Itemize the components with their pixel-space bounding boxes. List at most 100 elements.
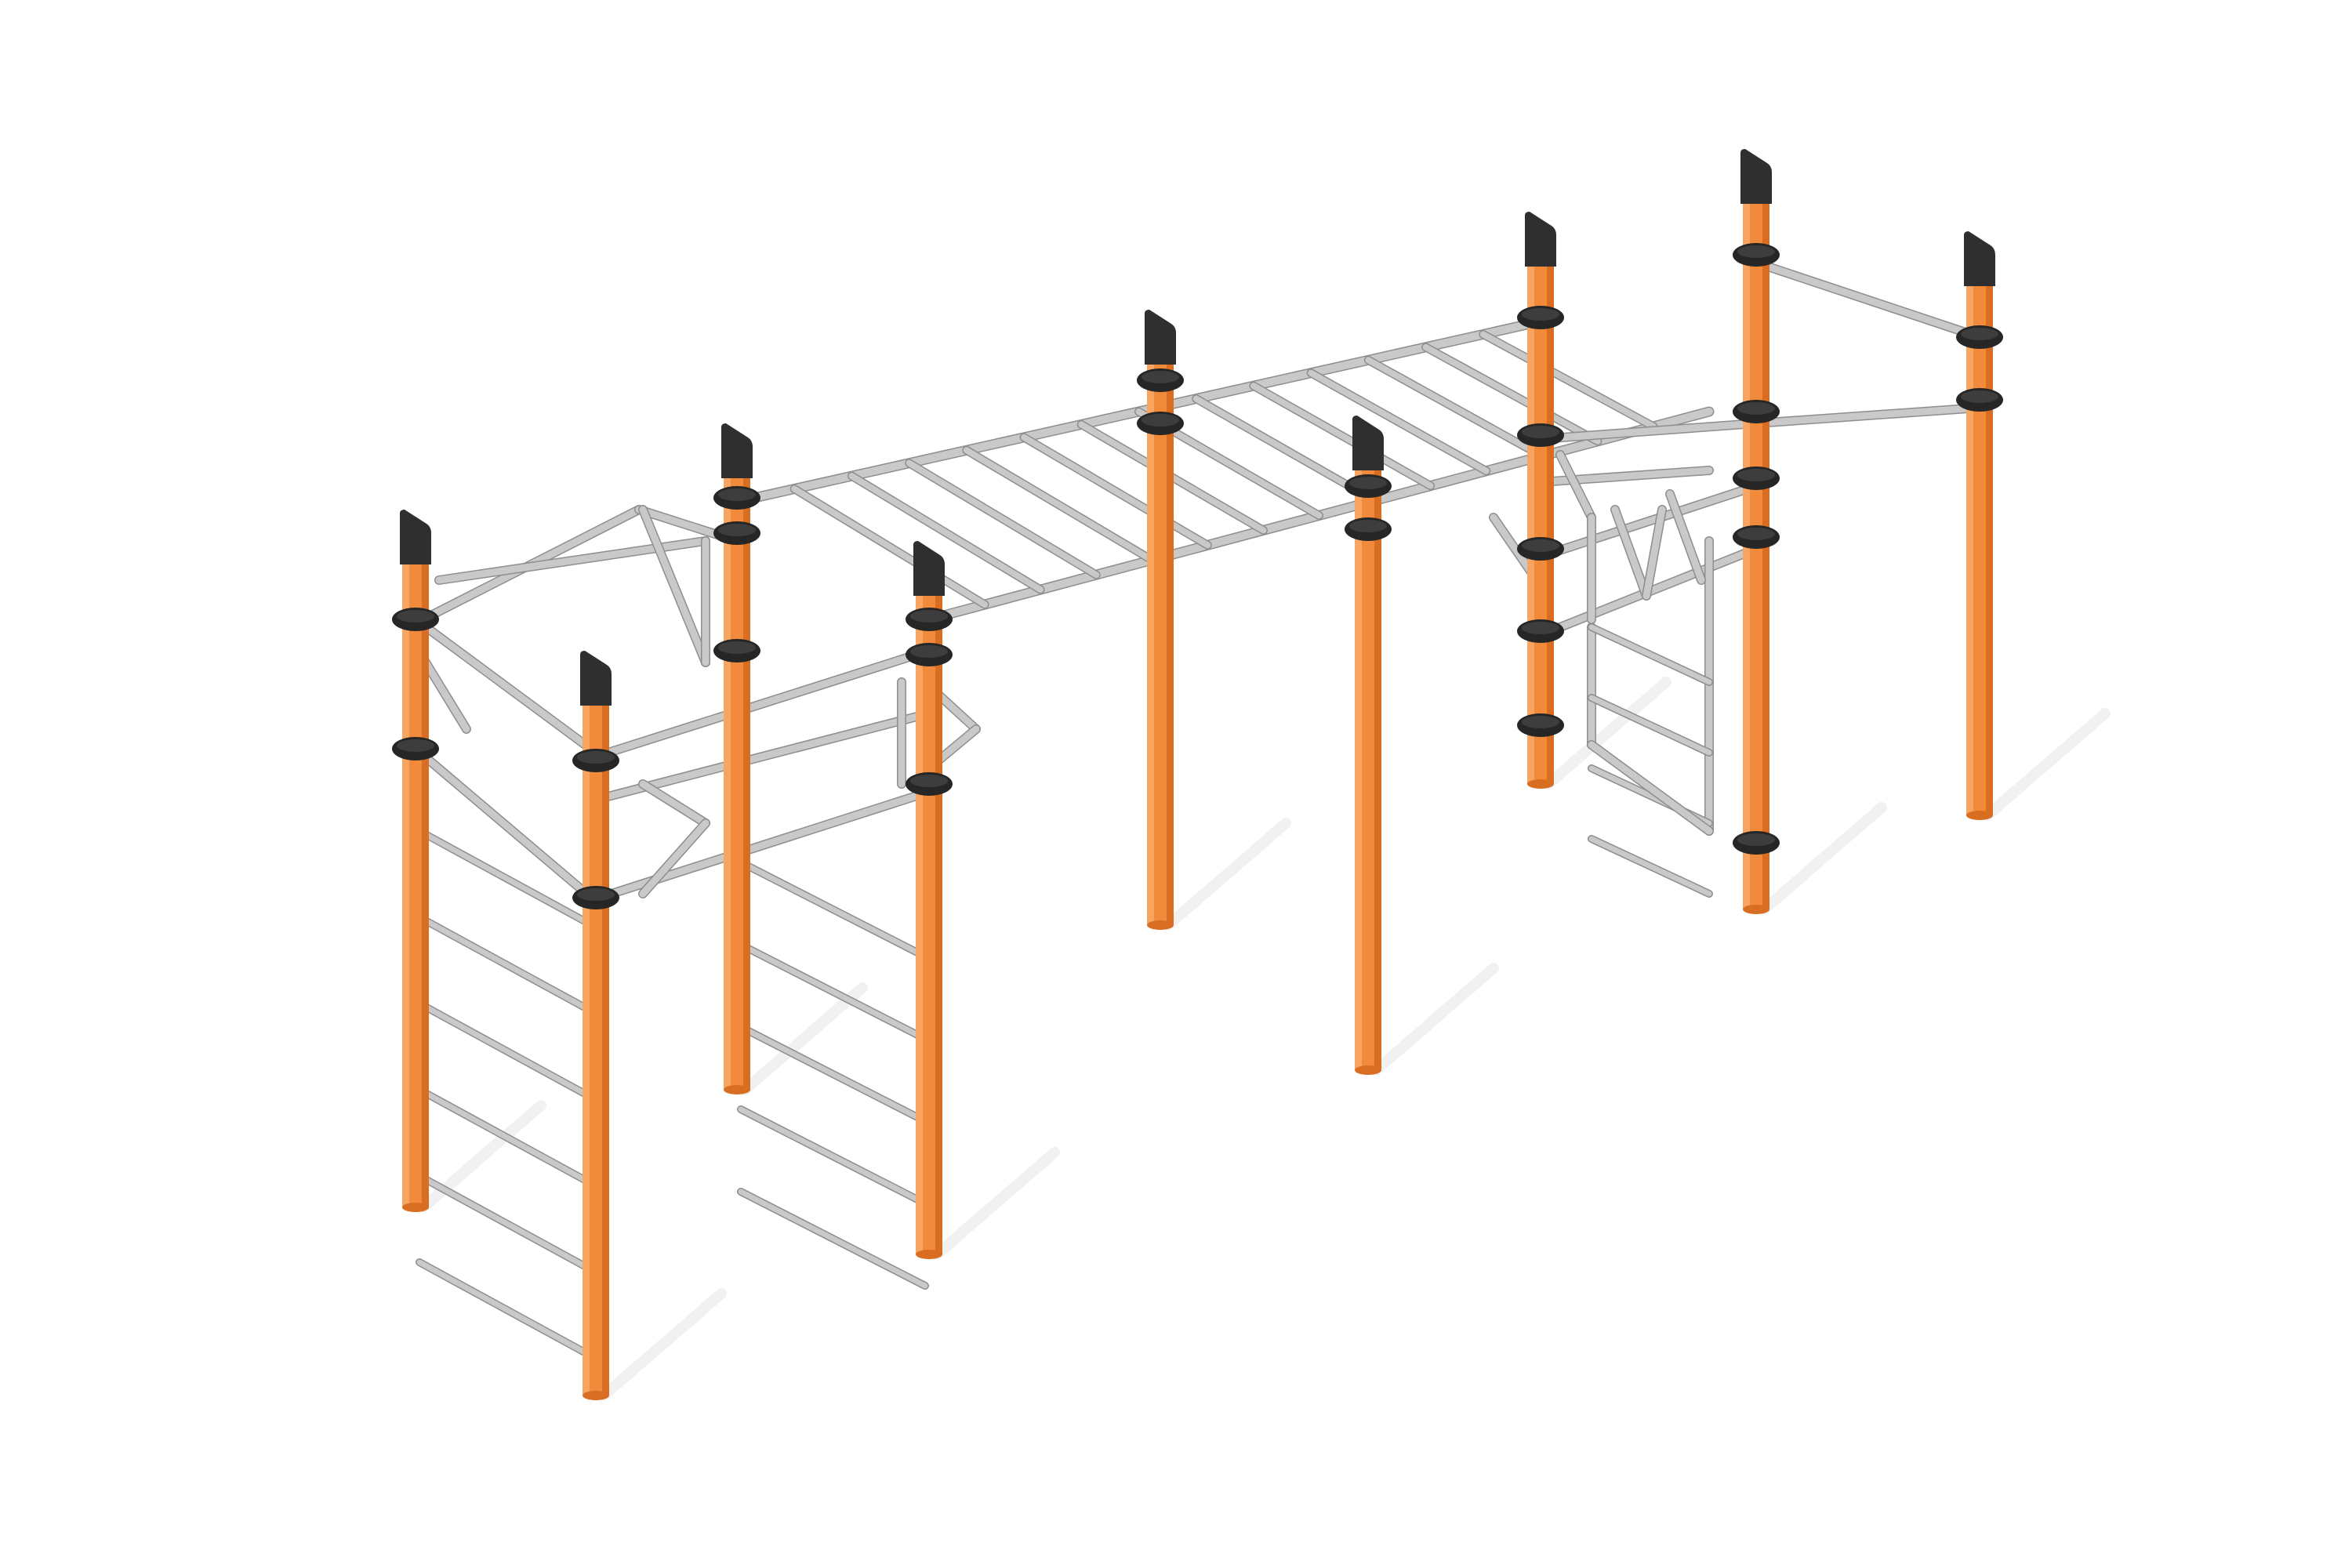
clamp-top — [1349, 477, 1387, 489]
post-shadow — [739, 982, 868, 1095]
steel-bar — [1365, 357, 1545, 459]
clamp-top — [1142, 414, 1179, 426]
steel-bar — [1479, 331, 1657, 430]
orange-posts — [392, 149, 2003, 1400]
post-cap — [580, 651, 612, 706]
steel-bar — [1752, 259, 1984, 341]
post-shadow — [1982, 708, 2111, 821]
post-cap — [1525, 212, 1556, 267]
post-foot — [1527, 779, 1554, 789]
post-cap — [1352, 416, 1384, 470]
steel-bar — [963, 447, 1156, 564]
clamp-top — [910, 645, 948, 658]
post-shade — [1374, 439, 1381, 1070]
steel-bar — [1021, 434, 1211, 549]
steel-bar — [738, 859, 928, 960]
clamp-top — [910, 610, 948, 622]
clamp-top — [577, 888, 615, 901]
steel-bar — [412, 615, 600, 757]
steel-bar — [791, 485, 989, 608]
clamp-top — [1737, 469, 1775, 481]
post-foot — [402, 1203, 429, 1212]
post-highlight — [1527, 235, 1534, 784]
steel-bar — [416, 828, 595, 928]
post-shadow — [598, 1288, 727, 1401]
post-shade — [1547, 235, 1554, 784]
steel-bar — [416, 914, 595, 1014]
clamp-top — [718, 488, 756, 501]
post-shadow — [1370, 963, 1499, 1076]
post-shade — [1986, 255, 1993, 815]
clamp-top — [1522, 716, 1559, 728]
post-shade — [743, 447, 750, 1090]
post-foot — [724, 1085, 750, 1094]
steel-bar — [1588, 741, 1713, 835]
post-cap — [400, 510, 431, 564]
clamp-top — [1737, 402, 1775, 415]
post-highlight — [916, 564, 923, 1254]
steel-bar — [1308, 369, 1490, 474]
ground-shadows — [418, 677, 2111, 1401]
steel-bar — [1666, 490, 1705, 584]
post-cap — [1964, 231, 1995, 286]
steel-bar — [416, 1000, 595, 1101]
steel-bar — [1192, 395, 1378, 504]
steel-bar — [416, 1173, 595, 1273]
steel-bar — [419, 655, 470, 733]
post-shade — [602, 674, 609, 1396]
steel-bar — [416, 1087, 595, 1187]
post-highlight — [1966, 255, 1973, 815]
clamp-top — [1522, 426, 1559, 438]
clamp-top — [1737, 833, 1775, 846]
steel-bar — [1588, 695, 1712, 756]
post-cap — [1740, 149, 1772, 204]
clamp-top — [1961, 328, 1998, 340]
clamp-top — [718, 641, 756, 654]
clamp-top — [1522, 308, 1559, 321]
steel-bar — [1642, 506, 1666, 600]
post-highlight — [724, 447, 731, 1090]
post-foot — [1355, 1065, 1381, 1075]
steel-bar — [416, 1259, 595, 1359]
post-shadow — [1759, 802, 1887, 915]
clamp-top — [397, 610, 434, 622]
post-foot — [583, 1391, 609, 1400]
post-foot — [1147, 920, 1174, 930]
steel-bar — [738, 942, 928, 1042]
post-shade — [422, 533, 429, 1207]
clamp-top — [1522, 622, 1559, 634]
steel-bar — [738, 1106, 928, 1207]
steel-bar — [1556, 451, 1595, 521]
post-cap — [1145, 310, 1176, 365]
clamp-top — [1349, 520, 1387, 532]
steel-bar — [639, 506, 710, 666]
clamp-top — [1737, 245, 1775, 258]
post-shadow — [1543, 677, 1671, 789]
post-shadow — [1163, 818, 1291, 931]
clamp-top — [1737, 528, 1775, 540]
post-highlight — [583, 674, 590, 1396]
steel-bar — [1752, 404, 1984, 427]
steel-bar — [639, 780, 710, 827]
clamp-top — [1142, 371, 1179, 383]
steel-bar — [1250, 383, 1434, 489]
steel-bar — [1588, 624, 1712, 685]
post-cap — [913, 541, 945, 596]
steel-bar — [906, 459, 1100, 579]
steel-bar — [738, 1189, 928, 1289]
steel-bar — [738, 1024, 928, 1124]
post-highlight — [402, 533, 409, 1207]
steel-bar — [848, 473, 1044, 593]
clamp-top — [577, 751, 615, 764]
clamp-top — [1961, 390, 1998, 403]
steel-bars — [411, 258, 1984, 1360]
steel-bar — [1611, 506, 1650, 600]
post-shade — [1167, 333, 1174, 925]
steel-bar — [1588, 836, 1712, 897]
steel-bar — [1537, 419, 1760, 443]
steel-bar — [1537, 482, 1760, 561]
steel-bar — [608, 788, 933, 898]
steel-bar — [1422, 343, 1601, 445]
post-cap — [721, 423, 753, 478]
